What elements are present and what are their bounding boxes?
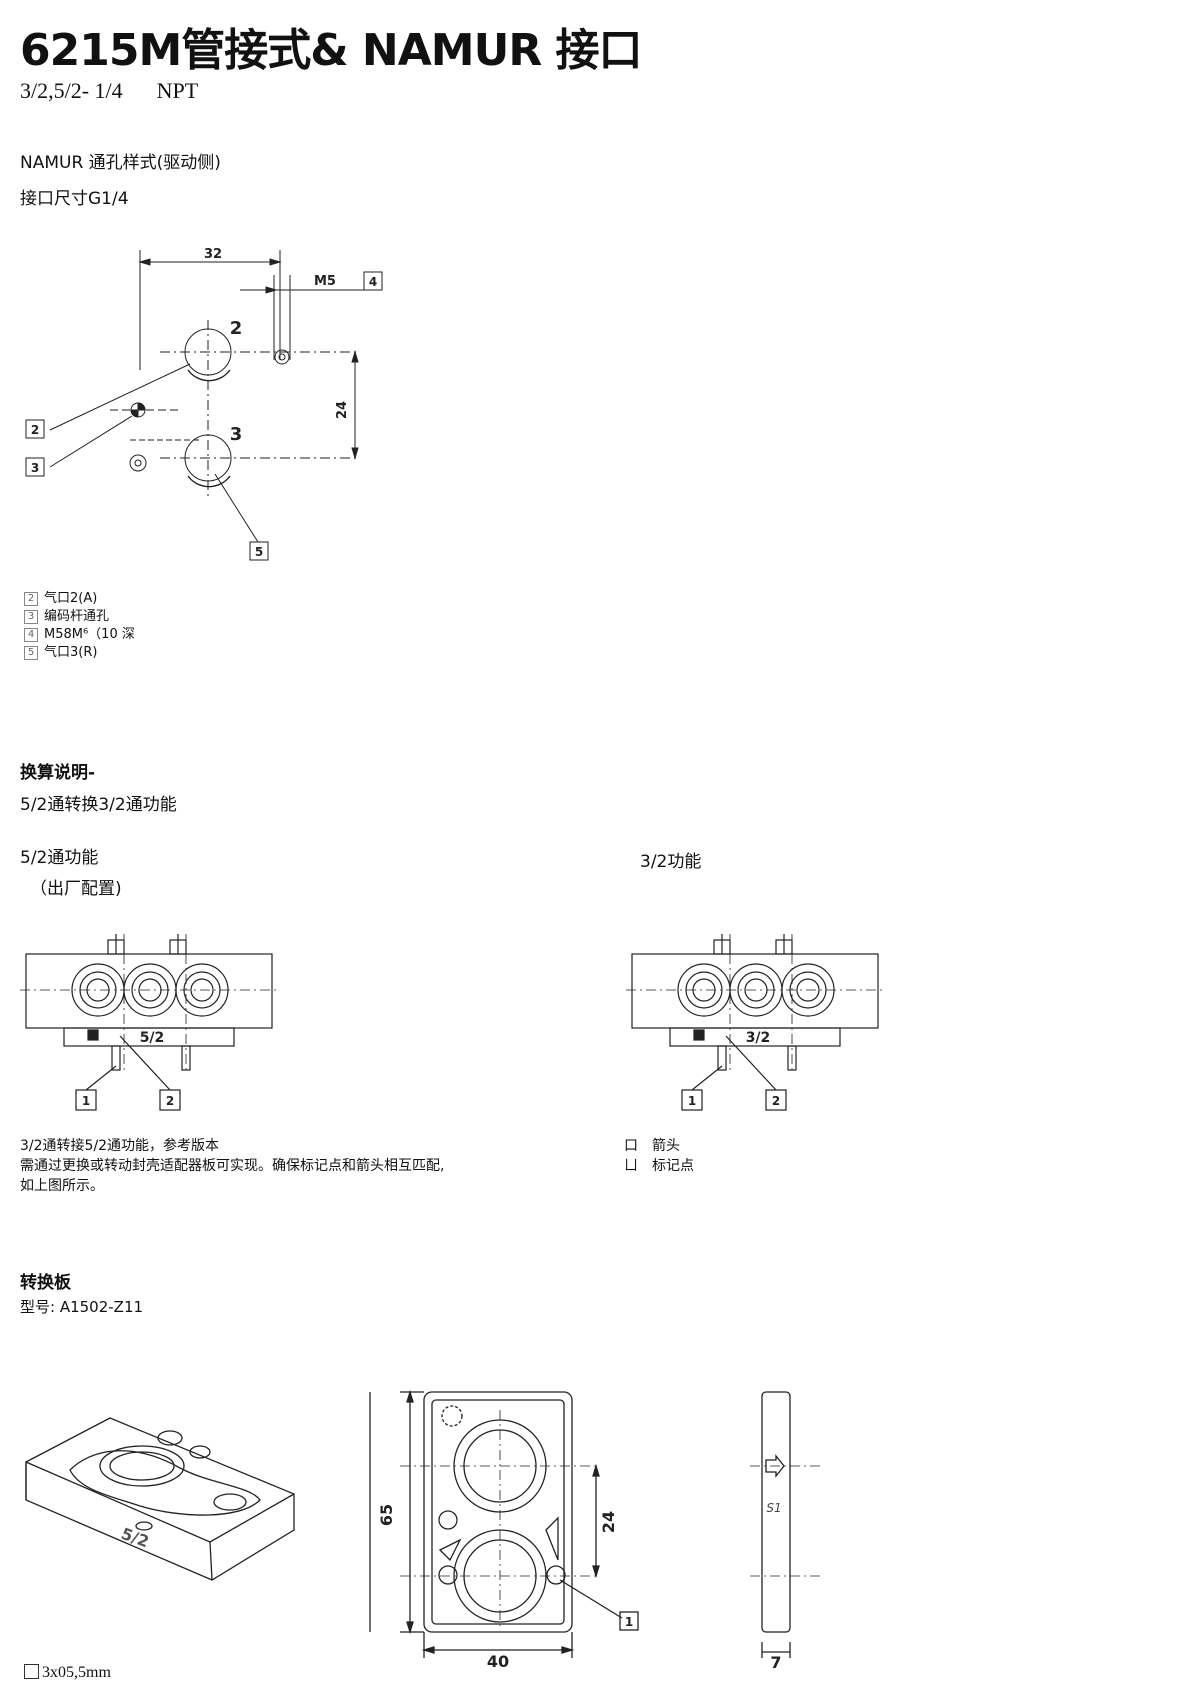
left-function-subtitle: （出厂配置) (30, 879, 122, 899)
dim-40: 40 (487, 1652, 509, 1671)
subtitle-ports: 3/2,5/2- 1/4 (20, 78, 123, 103)
plate-label: 5/2 (119, 1524, 152, 1551)
right-function-title: 3/2功能 (640, 852, 702, 872)
port-size-text: 接口尺寸G1/4 (20, 189, 129, 209)
namur-heading: NAMUR 通孔样式(驱动侧) (20, 153, 221, 173)
left-function-title: 5/2通功能 (20, 848, 99, 868)
port-3-label: 3 (230, 424, 243, 445)
left-callout-2: 2 (166, 1094, 174, 1108)
dim-32: 32 (204, 247, 222, 262)
valve-3-2-drawing: 3/2 1 2 (626, 934, 886, 1111)
conversion-line: 5/2通转换3/2通功能 (20, 795, 177, 815)
marker-arrow: 口箭头 (624, 1138, 680, 1154)
page-subtitle: 3/2,5/2- 1/4 NPT (20, 78, 198, 104)
callout-4: 4 (369, 275, 377, 289)
subtitle-thread: NPT (156, 78, 199, 103)
marker-dot: ㄩ标记点 (624, 1158, 694, 1174)
footnote-box (24, 1664, 39, 1679)
dim-m5: M5 (314, 274, 336, 289)
right-callout-1: 1 (688, 1094, 696, 1108)
valve-left-label: 5/2 (140, 1030, 165, 1046)
adapter-front-drawing: 65 24 40 1 (369, 1389, 639, 1671)
namur-drawing: 32 M5 24 2 3 2 3 4 5 (25, 247, 383, 561)
callout-3: 3 (31, 461, 39, 475)
callout-5: 5 (255, 545, 263, 559)
dim-7: 7 (770, 1653, 781, 1672)
callout-2: 2 (31, 423, 39, 437)
left-callout-1: 1 (82, 1094, 90, 1108)
dim-24: 24 (335, 401, 350, 419)
adapter-heading: 转换板 (20, 1273, 71, 1293)
conversion-heading: 换算说明- (20, 763, 96, 783)
dim-24-plate: 24 (599, 1511, 618, 1533)
valve-5-2-drawing: 5/2 1 2 (20, 934, 280, 1111)
marker-legend: 口箭头 ㄩ标记点 (624, 1136, 694, 1176)
adapter-side-drawing: S1 7 (750, 1391, 820, 1672)
footnote: 3x05,5mm (24, 1664, 111, 1682)
page-title: 6215M管接式& NAMUR 接口 (20, 25, 643, 76)
side-label: S1 (766, 1501, 781, 1515)
port-2-label: 2 (230, 318, 243, 339)
adapter-iso-drawing: 5/2 (25, 1417, 295, 1581)
adapter-model: 型号: A1502-Z11 (20, 1298, 144, 1316)
right-callout-2: 2 (772, 1094, 780, 1108)
dim-65: 65 (377, 1504, 396, 1526)
conversion-note: 3/2通转接5/2通功能，参考版本 需通过更换或转动封壳适配器板可实现。确保标记… (20, 1138, 445, 1194)
plate-callout-1: 1 (625, 1615, 633, 1629)
valve-right-label: 3/2 (746, 1030, 771, 1046)
